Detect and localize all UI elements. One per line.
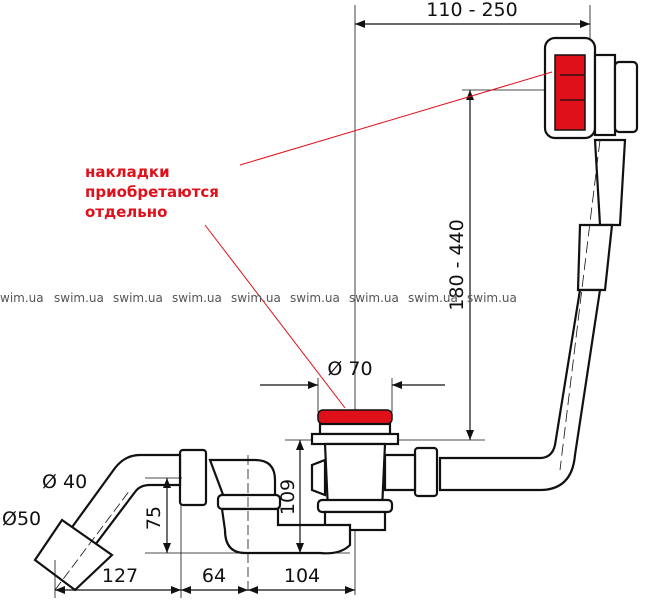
overflow-union xyxy=(413,446,439,498)
note-line-1: накладки xyxy=(85,163,170,181)
dimension-109: 109 xyxy=(277,479,299,515)
overflow-connector xyxy=(383,453,417,492)
union-nut xyxy=(178,448,208,507)
svg-text:wim.ua: wim.ua xyxy=(0,291,44,305)
svg-text:swim.ua: swim.ua xyxy=(408,291,458,305)
dimension-64: 64 xyxy=(202,565,226,587)
svg-text:swim.ua: swim.ua xyxy=(172,291,222,305)
drain-cover-red xyxy=(317,409,393,425)
dimension-127: 127 xyxy=(102,565,138,587)
dimension-drain-diameter: Ø 70 xyxy=(327,358,372,380)
dimension-d50: Ø50 xyxy=(2,508,41,530)
drain-body xyxy=(310,409,400,532)
svg-text:swim.ua: swim.ua xyxy=(349,291,399,305)
dimension-75: 75 xyxy=(143,506,165,530)
trap xyxy=(208,455,352,595)
overflow-tube xyxy=(438,138,627,492)
leader-drain xyxy=(204,224,346,409)
overflow-cover-red xyxy=(554,54,586,131)
note-line-3: отдельно xyxy=(85,203,167,221)
dimension-height-range: 180 - 440 xyxy=(446,219,468,310)
svg-text:swim.ua: swim.ua xyxy=(54,291,104,305)
dimension-d40: Ø 40 xyxy=(42,471,87,493)
dimension-104: 104 xyxy=(284,565,320,587)
svg-text:swim.ua: swim.ua xyxy=(290,291,340,305)
note-line-2: приобретаются xyxy=(85,183,219,201)
dimension-top-width: 110 - 250 xyxy=(426,0,517,21)
watermark: wim.ua swim.ua swim.ua swim.ua swim.ua s… xyxy=(0,291,517,305)
leader-overflow xyxy=(239,71,553,166)
overflow-head xyxy=(543,36,639,140)
svg-text:swim.ua: swim.ua xyxy=(113,291,163,305)
svg-text:swim.ua: swim.ua xyxy=(231,291,281,305)
svg-text:swim.ua: swim.ua xyxy=(467,291,517,305)
